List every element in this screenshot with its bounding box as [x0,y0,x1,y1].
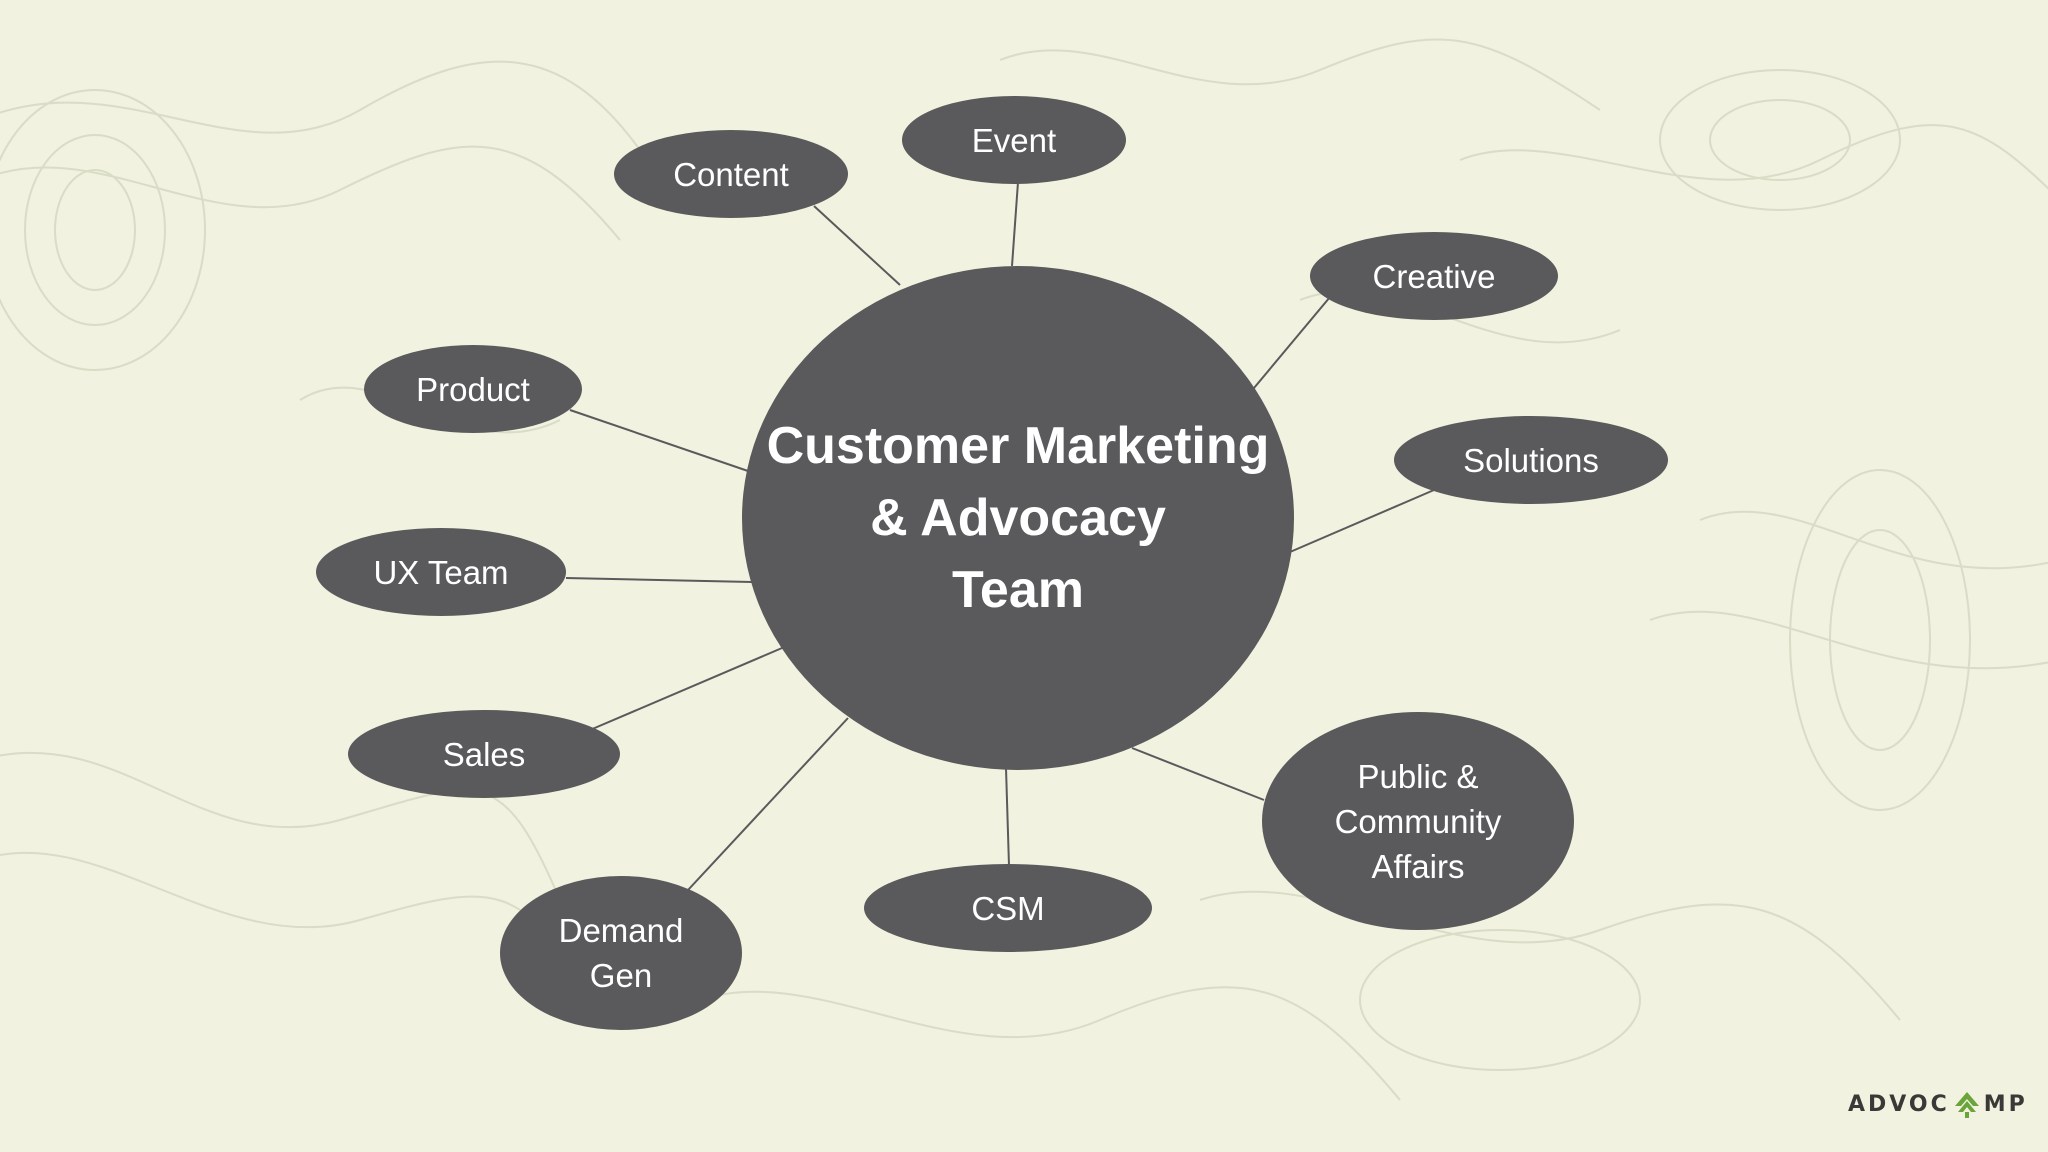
center-node-label: Customer Marketing & Advocacy Team [766,417,1270,619]
edge-solutions [1289,489,1435,553]
node-label: Creative [1372,257,1496,295]
edge-creative [1253,296,1331,389]
node-csm: CSM [864,864,1152,952]
node-label: Content [673,155,789,193]
advocamp-logo: ADVOC MP [1848,1090,2028,1118]
logo-text-before: ADVOC [1848,1091,1950,1117]
edge-csm [1005,767,1010,867]
node-solutions: Solutions [1394,416,1668,504]
node-ux-team: UX Team [316,528,566,616]
edge-sales [589,647,783,731]
edge-demand-gen [687,717,849,891]
node-label: CSM [971,889,1045,927]
node-content: Content [614,130,848,218]
edge-product [569,409,749,472]
logo-text-after: MP [1983,1091,2028,1117]
node-product: Product [364,345,582,433]
node-label: UX Team [373,553,509,591]
edge-ux-team [565,577,753,583]
node-public-community-affairs: Public & Community Affairs [1262,712,1574,930]
node-event: Event [902,96,1126,184]
node-label: Demand Gen [558,912,684,994]
node-demand-gen: Demand Gen [500,876,742,1030]
node-label: Sales [442,735,526,773]
edge-public-community-affairs [1131,747,1265,801]
tree-mark-icon [1954,1092,1979,1118]
node-label: Public & Community Affairs [1334,757,1502,885]
node-label: Product [416,370,530,408]
edge-event [1011,181,1019,267]
edge-content [813,205,901,286]
node-sales: Sales [348,710,620,798]
node-label: Event [971,121,1057,159]
node-creative: Creative [1310,232,1558,320]
node-label: Solutions [1463,441,1599,479]
center-node: Customer Marketing & Advocacy Team [742,266,1294,770]
